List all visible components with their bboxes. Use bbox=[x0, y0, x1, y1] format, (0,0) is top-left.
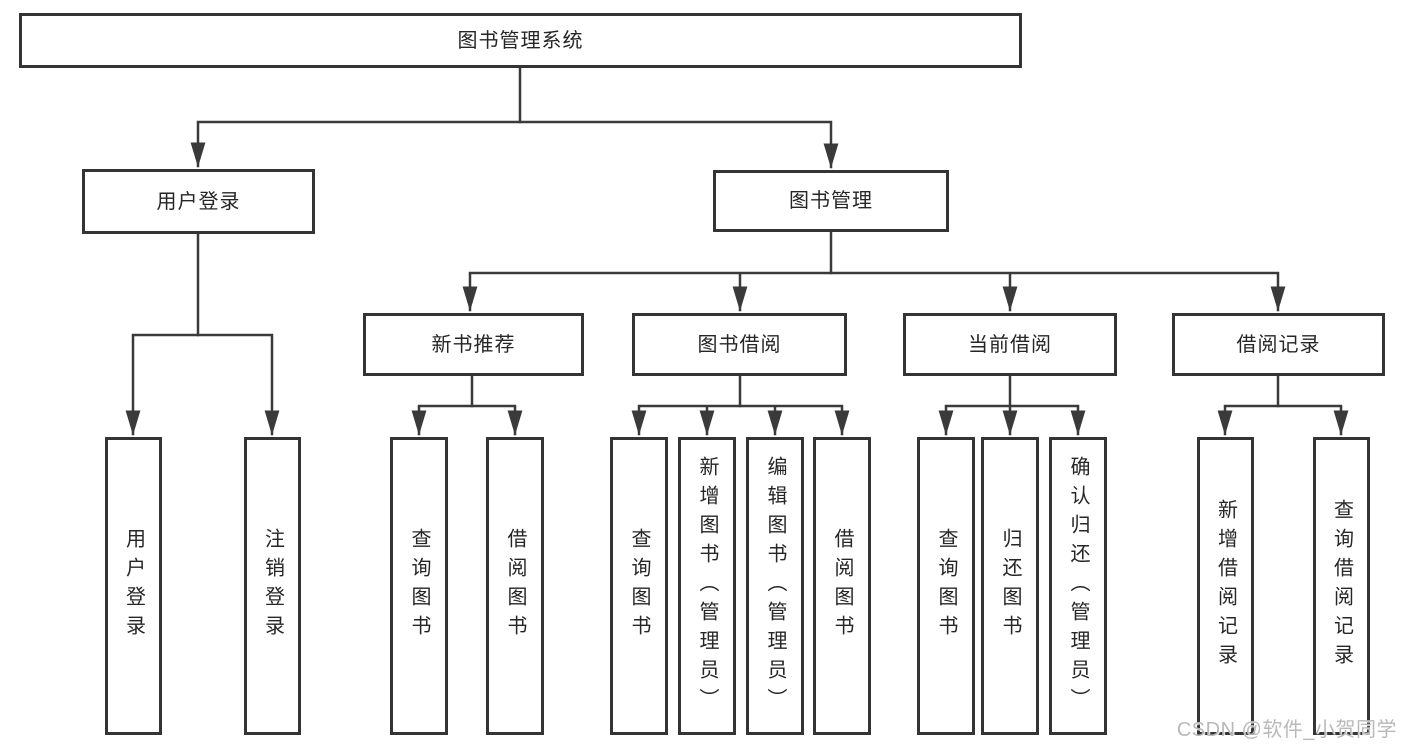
leaf-confirm-return-admin: 确认归还（管理员） bbox=[1049, 437, 1107, 735]
watermark: CSDN @软件_小贺同学 bbox=[1176, 719, 1397, 741]
leaf-edit-books-admin: 编辑图书（管理员） bbox=[746, 437, 804, 735]
node-user-login: 用户登录 bbox=[82, 169, 315, 234]
node-book-management: 图书管理 bbox=[713, 170, 949, 232]
node-new-book-recommend: 新书推荐 bbox=[363, 313, 584, 376]
leaf-add-borrow-record: 新增借阅记录 bbox=[1197, 437, 1254, 735]
leaf-add-books-admin: 新增图书（管理员） bbox=[678, 437, 736, 735]
leaf-borrow-books-borrowing: 借阅图书 bbox=[813, 437, 871, 735]
node-current-borrowing: 当前借阅 bbox=[903, 313, 1117, 376]
leaf-logout: 注销登录 bbox=[244, 437, 301, 735]
node-root: 图书管理系统 bbox=[19, 13, 1022, 68]
node-borrowing-records: 借阅记录 bbox=[1172, 313, 1385, 376]
leaf-query-books-recommend: 查询图书 bbox=[390, 437, 448, 735]
leaf-return-books: 归还图书 bbox=[981, 437, 1039, 735]
leaf-query-borrow-record: 查询借阅记录 bbox=[1313, 437, 1370, 735]
leaf-user-login: 用户登录 bbox=[105, 437, 162, 735]
leaf-query-books-borrowing: 查询图书 bbox=[610, 437, 668, 735]
leaf-borrow-books-recommend: 借阅图书 bbox=[486, 437, 544, 735]
node-book-borrowing: 图书借阅 bbox=[632, 313, 847, 376]
leaf-query-books-current: 查询图书 bbox=[917, 437, 975, 735]
